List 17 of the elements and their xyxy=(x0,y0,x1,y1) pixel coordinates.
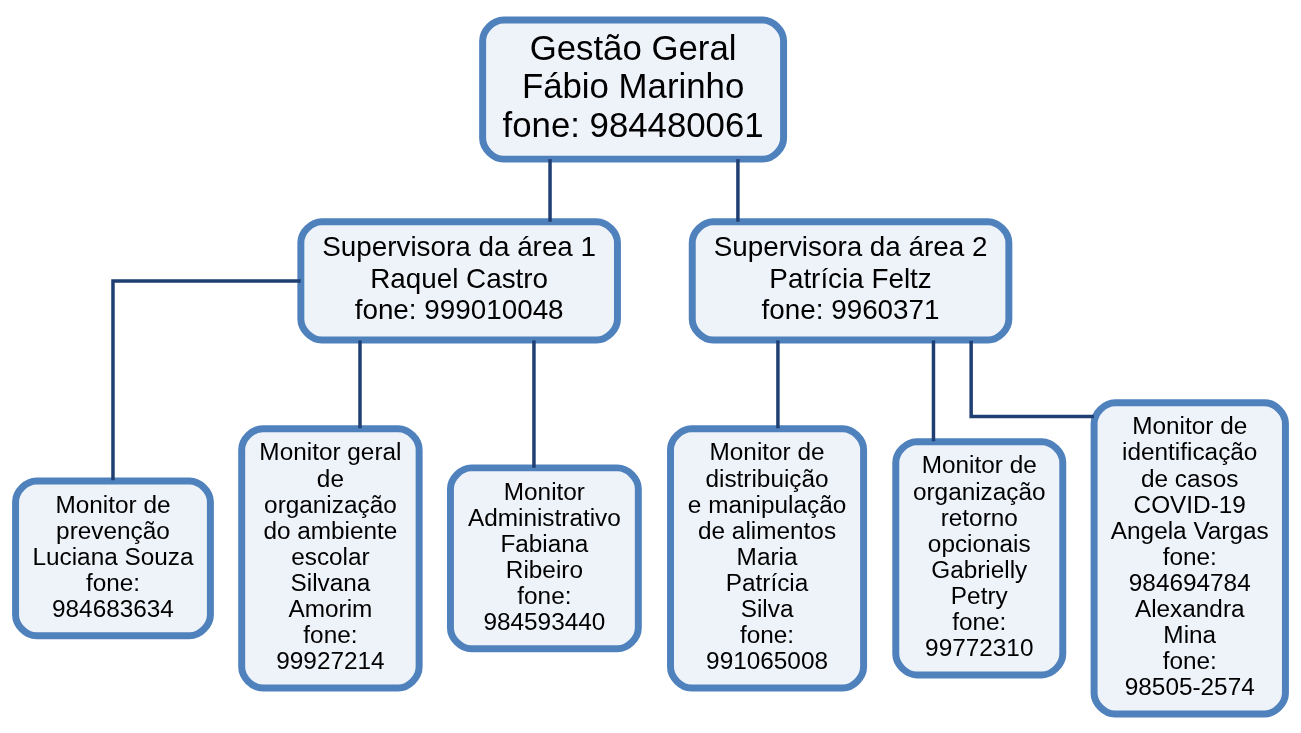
node-box: Monitor de prevenção Luciana Souza fone: 984683634 xyxy=(12,476,214,639)
node-box: Monitor de identificação de casos COVID-19 Angela Vargas fone: 984694784 Alexandra Mina fone: 98505-2574 xyxy=(1090,398,1289,717)
connector xyxy=(548,158,552,222)
connector xyxy=(111,278,301,480)
node-box: Monitor de distribuição e manipulação de alimentos Maria Patrícia Silva fone: 991065008 xyxy=(667,424,868,691)
node-box: Monitor de organização retorno opcionais Gabrielly Petry fone: 99772310 xyxy=(892,437,1067,678)
connector xyxy=(931,339,936,441)
connector xyxy=(358,339,362,428)
connector xyxy=(736,158,740,222)
connector xyxy=(776,339,780,428)
node-box: Gestão Geral Fábio Marinho fone: 984480061 xyxy=(479,16,788,163)
node-box: Monitor geral de organização do ambiente escolar Silvana Amorim fone: 99927214 xyxy=(238,424,423,691)
connector xyxy=(532,339,536,468)
node-box: Supervisora da área 2 Patrícia Feltz fone: 9960371 xyxy=(688,217,1013,344)
connector xyxy=(969,340,1094,418)
node-box: Supervisora da área 1 Raquel Castro fone: 999010048 xyxy=(297,217,621,344)
node-box: Monitor Administrativo Fabiana Ribeiro fone: 984593440 xyxy=(446,463,642,652)
